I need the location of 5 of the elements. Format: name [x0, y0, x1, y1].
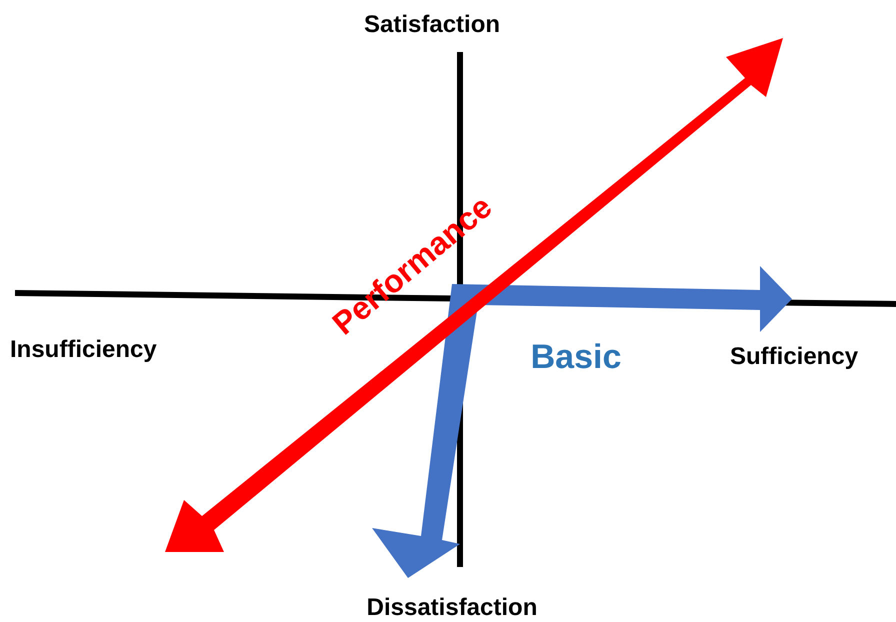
axis-label: Insufficiency — [10, 338, 157, 362]
curve-label: Basic — [530, 340, 622, 374]
axis-label: Sufficiency — [730, 345, 858, 369]
axis-label: Satisfaction — [364, 13, 500, 37]
axis-label: Dissatisfaction — [366, 596, 538, 620]
